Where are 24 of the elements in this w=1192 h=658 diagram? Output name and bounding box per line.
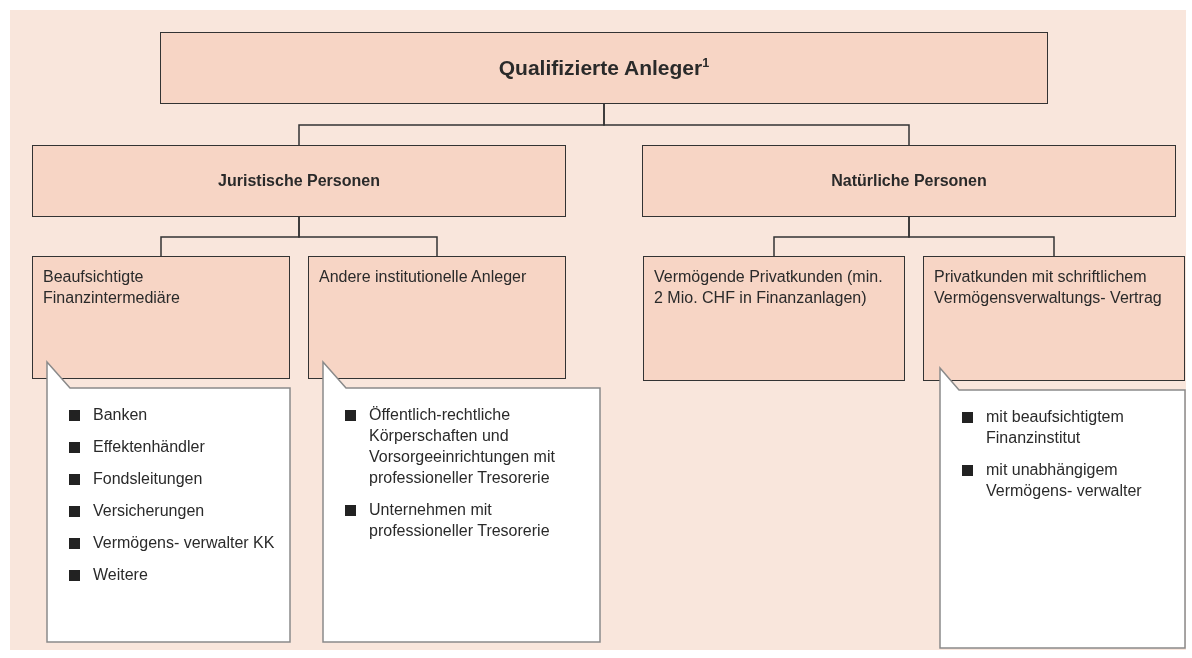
- callout-box: [47, 362, 290, 642]
- category-box: [642, 145, 1176, 217]
- category-box: [923, 256, 1185, 381]
- list-item: Öffentlich-rechtliche Körperschaften und Vorsorgeeinrichtungen mit professioneller Tresorerie: [345, 404, 592, 488]
- category-box: [32, 256, 290, 379]
- callout-box: [940, 368, 1185, 648]
- category-box: [32, 145, 566, 217]
- box-label: Andere institutionelle Anleger: [319, 267, 527, 287]
- box-label: Juristische Personen: [218, 172, 380, 190]
- connector-line: [298, 216, 438, 257]
- box-label: Vermögende Privatkunden (min. 2 Mio. CHF in Finanzanlagen): [654, 267, 884, 308]
- box-label: Natürliche Personen: [831, 172, 987, 190]
- category-box: [308, 256, 566, 379]
- category-box: [160, 32, 1048, 104]
- box-label: Qualifizierte Anleger$^{1}$: [498, 56, 710, 80]
- list-item: mit beaufsichtigtem Finanzinstitut: [962, 406, 1177, 448]
- callout-box: [323, 362, 600, 642]
- list-item: Unternehmen mit professioneller Tresorerie: [345, 499, 592, 541]
- connector-line: [603, 103, 910, 146]
- box-label: Privatkunden mit schriftlichem Vermögensverwaltungs- Vertrag: [934, 267, 1163, 308]
- box-label: Beaufsichtigte Finanzintermediäre: [43, 267, 181, 308]
- list-item: mit unabhängigem Vermögens- verwalter: [962, 459, 1177, 501]
- connector-line: [908, 216, 1055, 257]
- category-box: [643, 256, 905, 381]
